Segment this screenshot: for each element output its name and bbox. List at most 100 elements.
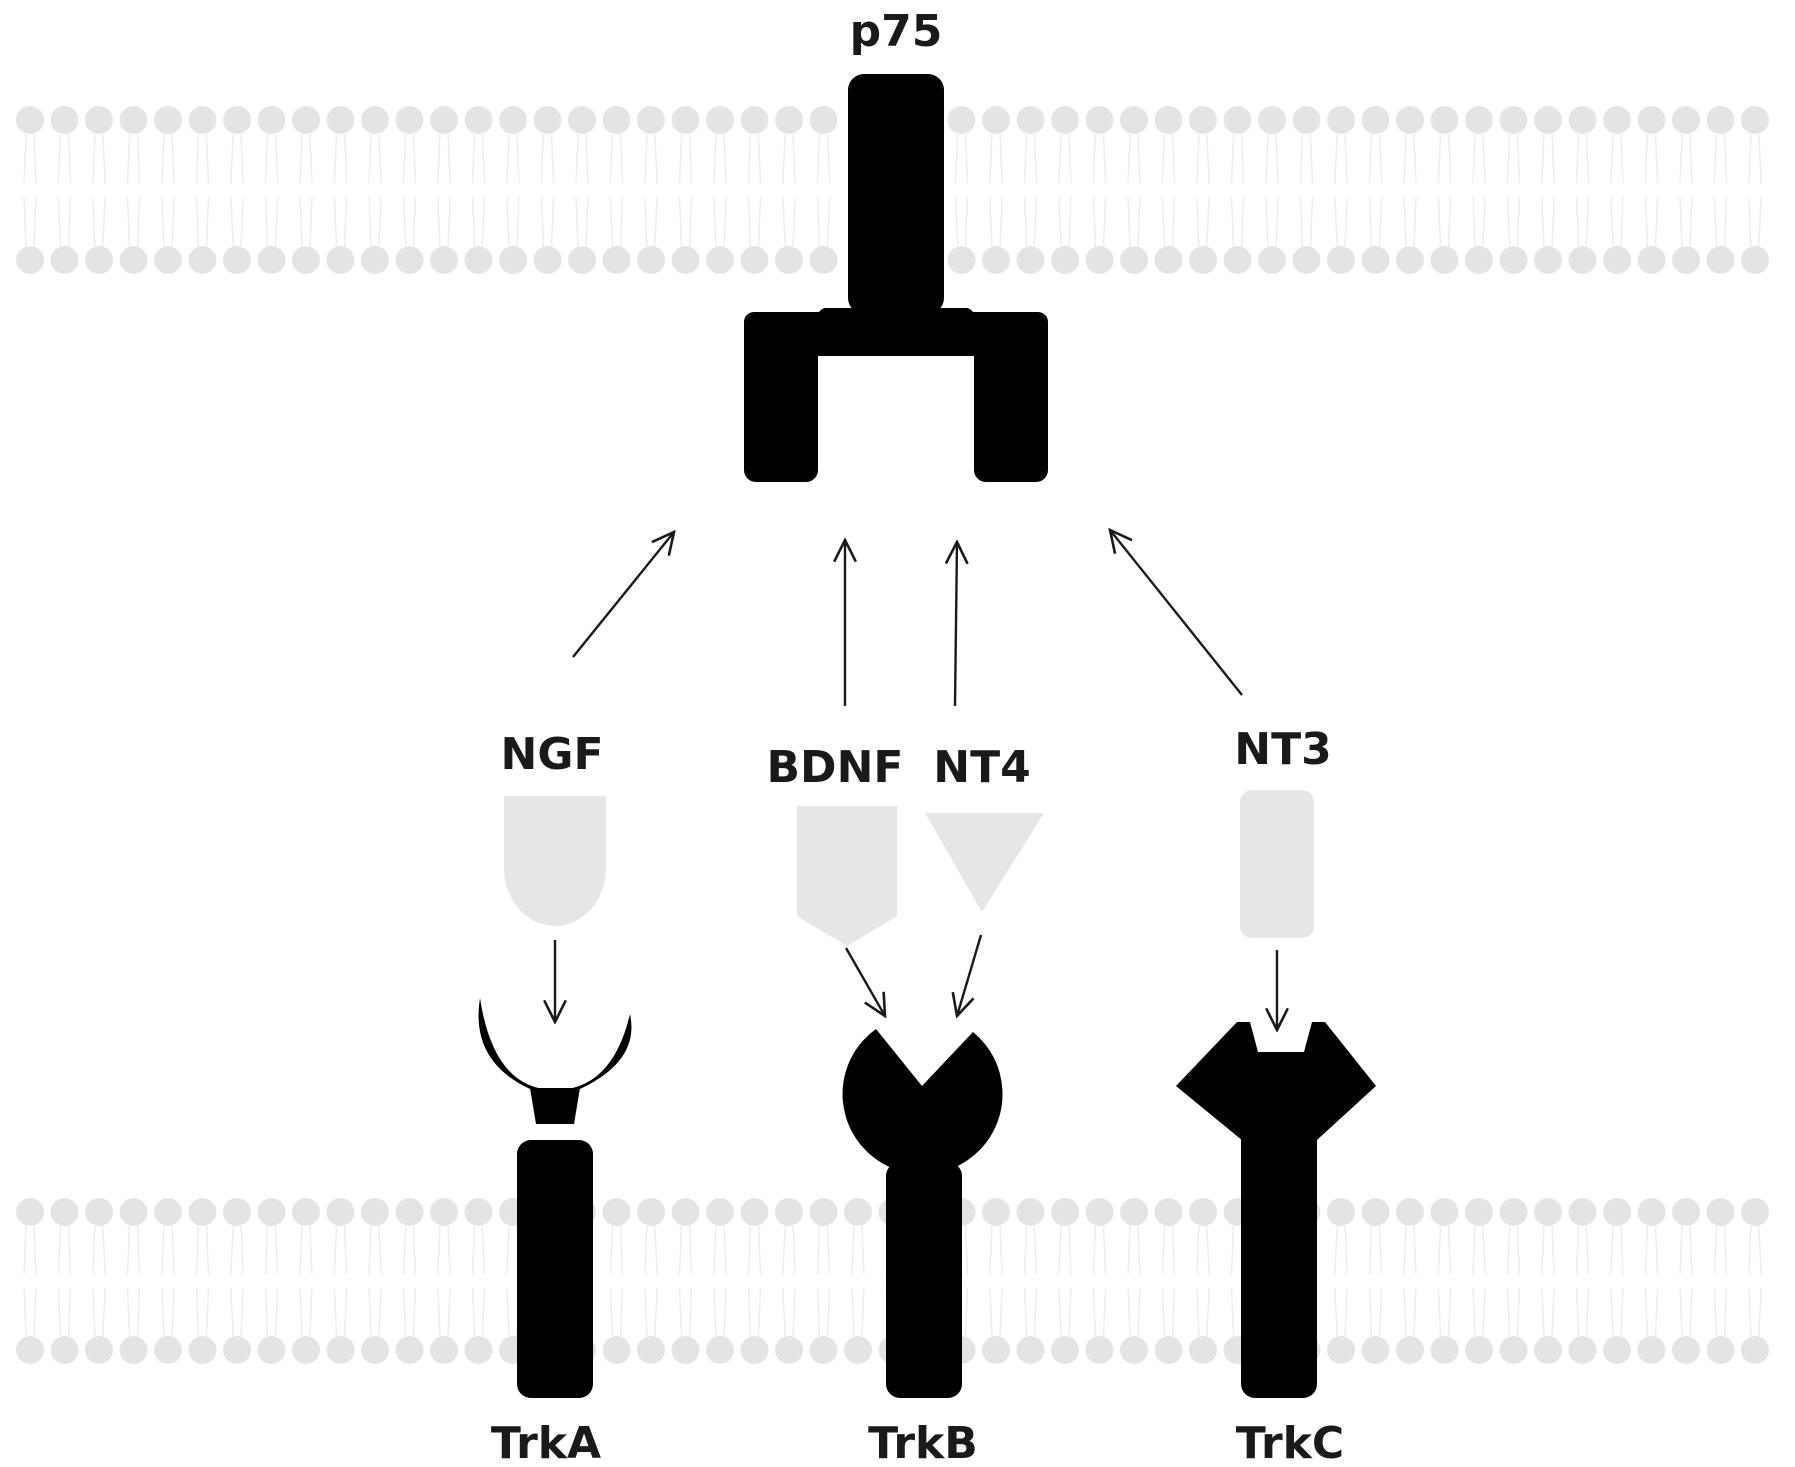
trkb-stalk xyxy=(886,1162,962,1398)
cell-membrane-bottom xyxy=(16,1198,1769,1364)
top-membrane-outer-lipid-head xyxy=(1396,106,1424,134)
bottom-membrane-inner-lipid-head xyxy=(1465,1336,1493,1364)
top-membrane-inner-lipid-head xyxy=(1016,246,1045,274)
bottom-membrane-lipid-tail xyxy=(782,1225,796,1337)
p75-label: p75 xyxy=(850,6,943,57)
top-membrane-inner-lipid-head xyxy=(1292,246,1321,274)
bottom-membrane-outer-lipid-head xyxy=(637,1198,665,1226)
bottom-membrane-outer-lipid-head xyxy=(257,1198,286,1226)
top-membrane-outer-lipid-head xyxy=(1189,106,1217,134)
bottom-membrane-outer-lipid-head xyxy=(740,1198,769,1226)
bottom-membrane-inner-lipid-head xyxy=(119,1336,148,1364)
bottom-membrane-inner-lipid-head xyxy=(395,1336,424,1364)
top-membrane-lipid-tail xyxy=(471,133,486,247)
top-membrane-inner-lipid-head xyxy=(464,246,493,274)
bottom-membrane-lipid-tail xyxy=(1403,1225,1417,1337)
bottom-membrane-lipid-tail xyxy=(713,1225,727,1337)
top-membrane-lipid-tail xyxy=(195,133,210,247)
top-membrane-lipid-tail xyxy=(1299,133,1314,247)
top-membrane-outer-lipid-head xyxy=(1706,106,1735,134)
p75-transmembrane-domain xyxy=(848,74,944,314)
top-membrane-outer-lipid-head xyxy=(637,106,665,134)
top-membrane-inner-lipid-head xyxy=(1465,246,1493,274)
bottom-membrane-outer-lipid-head xyxy=(1534,1198,1562,1226)
trkb-binding-site xyxy=(842,1029,1003,1175)
bottom-membrane-inner-lipid-head xyxy=(1189,1336,1217,1364)
bottom-membrane-outer-lipid-head xyxy=(1741,1198,1769,1226)
bottom-membrane-inner-lipid-head xyxy=(706,1336,734,1364)
bottom-membrane-lipid-tail xyxy=(678,1225,693,1337)
top-membrane-lipid-tail xyxy=(1748,133,1762,247)
bottom-membrane-inner-lipid-head xyxy=(671,1336,700,1364)
top-membrane-inner-lipid-head xyxy=(1120,246,1148,274)
bottom-membrane-outer-lipid-head xyxy=(1499,1198,1528,1226)
top-membrane-lipid-tail xyxy=(989,133,1003,247)
top-membrane-inner-lipid-head xyxy=(188,246,217,274)
top-membrane-outer-lipid-head xyxy=(16,106,44,134)
top-membrane-inner-lipid-head xyxy=(395,246,424,274)
bottom-membrane-lipid-tail xyxy=(816,1225,831,1337)
bottom-membrane-outer-lipid-head xyxy=(1361,1198,1390,1226)
top-membrane-outer-lipid-head xyxy=(947,106,976,134)
top-membrane-lipid-tail xyxy=(230,133,244,247)
bottom-membrane-lipid-tail xyxy=(851,1225,865,1337)
bottom-membrane-lipid-tail xyxy=(92,1225,106,1337)
bottom-membrane-outer-lipid-head xyxy=(1327,1198,1355,1226)
top-membrane-lipid-tail xyxy=(816,133,831,247)
top-membrane-outer-lipid-head xyxy=(1327,106,1355,134)
bottom-membrane-inner-lipid-head xyxy=(1499,1336,1528,1364)
top-membrane-outer-lipid-head xyxy=(1120,106,1148,134)
top-membrane-lipid-tail xyxy=(1196,133,1210,247)
bottom-membrane-outer-lipid-head xyxy=(154,1198,182,1226)
bottom-membrane-outer-lipid-head xyxy=(1154,1198,1183,1226)
top-membrane-lipid-tail xyxy=(1541,133,1555,247)
bottom-membrane-inner-lipid-head xyxy=(1396,1336,1424,1364)
bottom-membrane-inner-lipid-head xyxy=(1361,1336,1390,1364)
bottom-membrane-lipid-tail xyxy=(747,1225,762,1337)
top-membrane-outer-lipid-head xyxy=(326,106,355,134)
bottom-membrane-inner-lipid-head xyxy=(1672,1336,1700,1364)
bottom-membrane-outer-lipid-head xyxy=(50,1198,79,1226)
bottom-membrane-inner-lipid-head xyxy=(1430,1336,1459,1364)
top-membrane-outer-lipid-head xyxy=(740,106,769,134)
top-membrane-inner-lipid-head xyxy=(602,246,631,274)
bottom-membrane-inner-lipid-head xyxy=(1706,1336,1735,1364)
bottom-membrane-lipid-tail xyxy=(1679,1225,1693,1337)
top-membrane-outer-lipid-head xyxy=(430,106,458,134)
top-membrane-lipid-tail xyxy=(1161,133,1176,247)
top-membrane-lipid-tail xyxy=(1127,133,1141,247)
bottom-membrane-outer-lipid-head xyxy=(1430,1198,1459,1226)
bottom-membrane-lipid-tail xyxy=(1334,1225,1348,1337)
top-membrane-lipid-tail xyxy=(1610,133,1624,247)
bottom-membrane-inner-lipid-head xyxy=(292,1336,320,1364)
top-membrane-lipid-tail xyxy=(92,133,106,247)
arrow-ngf-to-p75 xyxy=(572,532,674,658)
bottom-membrane-lipid-tail xyxy=(609,1225,624,1337)
top-membrane-lipid-tail xyxy=(747,133,762,247)
bottom-membrane-lipid-tail xyxy=(1575,1225,1590,1337)
top-membrane-inner-lipid-head xyxy=(1154,246,1183,274)
bottom-membrane-lipid-tail xyxy=(333,1225,348,1337)
bottom-membrane-inner-lipid-head xyxy=(1016,1336,1045,1364)
top-membrane-outer-lipid-head xyxy=(1568,106,1597,134)
top-membrane-inner-lipid-head xyxy=(326,246,355,274)
trkb-label: TrkB xyxy=(868,1418,978,1467)
nt3-ligand-shape xyxy=(1240,790,1314,938)
top-membrane-lipid-tail xyxy=(402,133,417,247)
bottom-membrane-lipid-tail xyxy=(368,1225,382,1337)
top-membrane-inner-lipid-head xyxy=(499,246,527,274)
bottom-membrane-lipid-tail xyxy=(437,1225,451,1337)
top-membrane-inner-lipid-head xyxy=(809,246,838,274)
bottom-membrane-inner-lipid-head xyxy=(188,1336,217,1364)
trka-stalk xyxy=(517,1140,593,1398)
top-membrane-inner-lipid-head xyxy=(947,246,976,274)
bottom-membrane-outer-lipid-head xyxy=(1603,1198,1631,1226)
top-membrane-inner-lipid-head xyxy=(85,246,113,274)
top-membrane-outer-lipid-head xyxy=(671,106,700,134)
top-membrane-outer-lipid-head xyxy=(775,106,803,134)
bottom-membrane-inner-lipid-head xyxy=(637,1336,665,1364)
bottom-membrane-inner-lipid-head xyxy=(1327,1336,1355,1364)
top-membrane-outer-lipid-head xyxy=(706,106,734,134)
bottom-membrane-outer-lipid-head xyxy=(809,1198,838,1226)
